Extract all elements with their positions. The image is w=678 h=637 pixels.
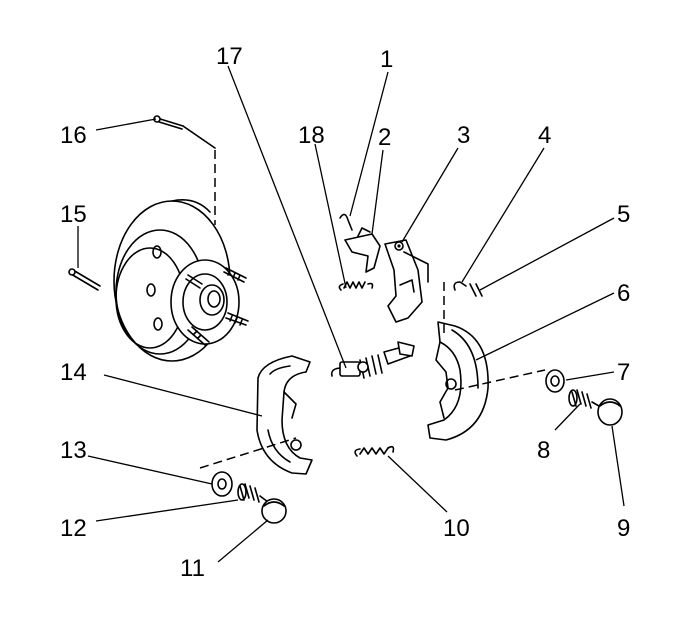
- callout-16: 16: [60, 122, 87, 149]
- pin-part-1: [339, 213, 353, 231]
- callout-17: 17: [216, 43, 243, 70]
- brake-drum: [113, 150, 249, 362]
- callout-2: 2: [378, 124, 391, 151]
- retainer-part-9: [597, 398, 623, 426]
- callout-5: 5: [617, 201, 630, 228]
- retainer-cup-part-7: [545, 369, 565, 393]
- callout-13: 13: [60, 437, 87, 464]
- adjuster-assembly-part-17: [330, 341, 415, 379]
- spring-clip-part-4: [453, 281, 483, 297]
- screw-left-part-15: [68, 268, 101, 291]
- callout-11: 11: [180, 555, 205, 582]
- callout-6: 6: [617, 280, 630, 307]
- retainer-cup-part-13: [211, 471, 233, 497]
- spring-part-18: [338, 281, 374, 291]
- callout-15: 15: [60, 201, 87, 228]
- retainer-part-11: [261, 498, 287, 524]
- strut-part-2: [344, 227, 381, 273]
- spring-part-12: [237, 483, 269, 503]
- callout-labels: 1 2 3 4 5 6 7 8 9 10 11 12 13 14 15 16 1…: [60, 43, 630, 582]
- callout-1: 1: [380, 46, 393, 73]
- callout-4: 4: [538, 122, 551, 149]
- callout-10: 10: [443, 515, 470, 542]
- callout-18: 18: [298, 122, 325, 149]
- brake-shoe-right-part-6: [427, 282, 546, 441]
- spring-part-10: [354, 445, 395, 457]
- callout-7: 7: [617, 359, 630, 386]
- callout-8: 8: [537, 437, 550, 464]
- callout-9: 9: [617, 515, 630, 542]
- callout-14: 14: [60, 359, 87, 386]
- park-brake-lever-part-3: [384, 239, 429, 323]
- leader-lines: [77, 65, 625, 563]
- screw-top-part-16: [153, 115, 216, 149]
- brake-shoe-left-part-14: [199, 355, 313, 475]
- callout-12: 12: [60, 515, 87, 542]
- callout-3: 3: [457, 122, 470, 149]
